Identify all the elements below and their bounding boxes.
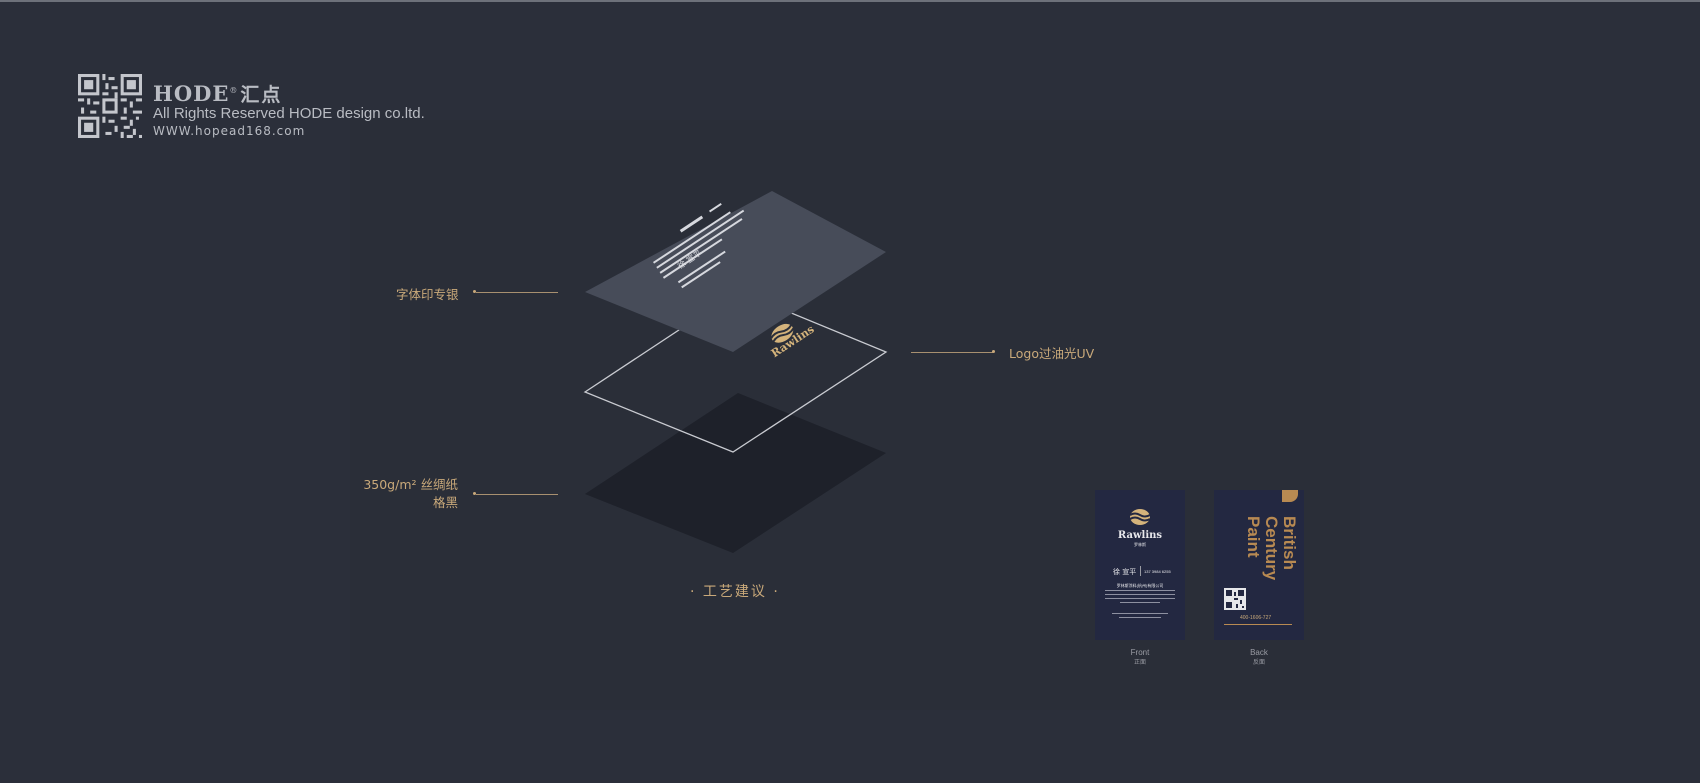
- brand-block: HODE®汇点 All Rights Reserved HODE design …: [78, 74, 425, 144]
- front-detail-lines: [1105, 590, 1175, 618]
- callout-logo-uv: Logo过油光UV: [1009, 346, 1095, 361]
- qr-code-icon: [78, 74, 142, 138]
- callout-paper-line1: 350g/m² 丝绸纸: [363, 477, 458, 492]
- back-headline-paint: Paint: [1244, 516, 1263, 558]
- back-qr-code-icon: [1224, 588, 1246, 610]
- back-caption-cn: 反面: [1252, 660, 1265, 666]
- brand-url: WWW.hopead168.com: [153, 124, 306, 138]
- presentation-panel: [350, 120, 1360, 710]
- front-logo-sub: 罗林斯: [1134, 542, 1146, 547]
- front-card: Rawlins 罗林斯 徐 宣平 137 3984 6255 罗林斯涂料(杭州)…: [1095, 490, 1185, 640]
- back-headline-century: Century: [1262, 516, 1281, 581]
- brand-name-cn: 汇点: [240, 84, 283, 106]
- rawlins-emblem-icon: [1129, 509, 1151, 525]
- callout-dot: [992, 350, 995, 353]
- print-layer: [585, 191, 886, 352]
- top-divider: [0, 0, 1700, 2]
- front-caption-cn: 正面: [1133, 660, 1146, 666]
- back-caption: Back: [1250, 648, 1268, 657]
- back-headline-british: British: [1280, 516, 1299, 570]
- callout-dot: [473, 290, 476, 293]
- back-hotline: 400-1606-727: [1240, 615, 1272, 621]
- callout-paper-line2: 格黑: [432, 495, 458, 510]
- front-logo-text: Rawlins: [1117, 530, 1163, 541]
- callout-dot: [473, 492, 476, 495]
- front-company: 罗林斯涂料(杭州)有限公司: [1116, 583, 1164, 588]
- callout-line: [476, 292, 558, 293]
- back-card: British Century Paint 400-1606-727: [1214, 490, 1304, 640]
- process-caption: · 工艺建议 ·: [690, 584, 780, 600]
- print-layer-text: [653, 202, 745, 289]
- front-separator: [1140, 566, 1141, 576]
- front-caption: Front: [1130, 648, 1150, 657]
- front-phone: 137 3984 6255: [1144, 569, 1171, 574]
- callout-line: [476, 494, 558, 495]
- callout-paper: 350g/m² 丝绸纸 格黑: [360, 476, 458, 512]
- callout-font-print: 字体印专银: [396, 287, 459, 302]
- back-detail-line: [1224, 624, 1292, 625]
- front-person-name: 徐 宣平: [1113, 568, 1137, 576]
- paper-layer: [585, 393, 886, 553]
- back-emblem-icon: [1282, 490, 1298, 502]
- callout-line: [911, 352, 993, 353]
- brand-rights: All Rights Reserved HODE design co.ltd.: [153, 105, 425, 122]
- brand-name: HODE®汇点: [153, 81, 283, 106]
